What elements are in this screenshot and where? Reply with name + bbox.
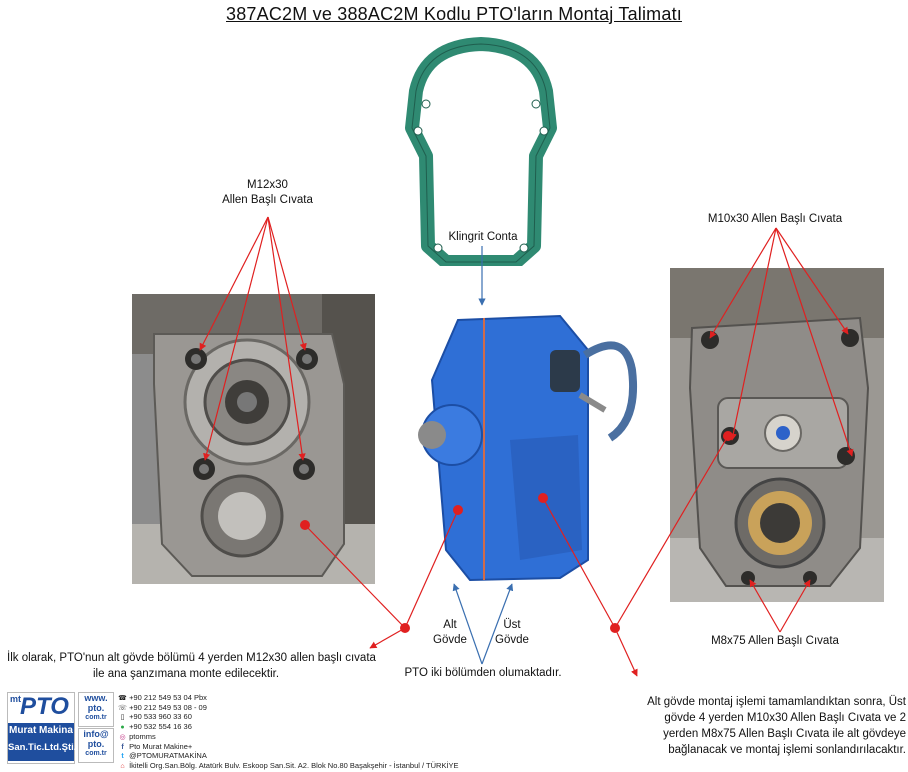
ust-body-label: Üst Gövde bbox=[495, 619, 529, 646]
instruction-step-2: Alt gövde montaj işlemi tamamlandıktan s… bbox=[647, 696, 906, 756]
website-badge[interactable]: www. pto. com.tr bbox=[78, 692, 114, 727]
whatsapp-icon: ● bbox=[120, 724, 125, 732]
m12-bolt-label: M12x30 Allen Başlı Cıvata bbox=[222, 179, 313, 206]
page-title: 387AC2M ve 388AC2M Kodlu PTO'ların Monta… bbox=[226, 4, 682, 24]
twitter-icon: t bbox=[121, 753, 124, 761]
contact-phone: ☎ +90 212 549 53 04 Pbx bbox=[118, 693, 207, 702]
instagram-icon: ◎ bbox=[119, 733, 126, 741]
alt-body-label: Alt Gövde bbox=[433, 619, 467, 646]
mobile-icon: ▯ bbox=[120, 714, 125, 722]
gasket-image bbox=[398, 36, 564, 266]
contact-whatsapp: ● +90 532 554 16 36 bbox=[118, 722, 478, 733]
instruction-step-1: İlk olarak, PTO'nun alt gövde bölümü 4 y… bbox=[7, 652, 376, 680]
contact-list: ☎ +90 212 549 53 04 Pbx ☏ +90 212 549 53… bbox=[118, 693, 478, 772]
gasket-label: Klingrit Conta bbox=[448, 231, 518, 243]
contact-mobile: ▯ +90 533 960 33 60 bbox=[118, 713, 478, 723]
m10-bolt-label: M10x30 Allen Başlı Cıvata bbox=[707, 213, 843, 225]
location-icon: ⌂ bbox=[120, 762, 125, 770]
contact-fax: ☏ +90 212 549 53 08 - 09 bbox=[118, 702, 207, 712]
facebook-icon: f bbox=[121, 743, 124, 751]
email-badge[interactable]: info@ pto. com.tr bbox=[78, 728, 114, 763]
fax-icon: ☏ bbox=[118, 704, 127, 712]
m8-bolt-label: M8x75 Allen Başlı Cıvata bbox=[711, 635, 839, 647]
pto-unit-image bbox=[410, 310, 640, 585]
contact-address: ⌂ İkitelli Org.San.Bölg. Atatürk Bulv. E… bbox=[118, 761, 478, 772]
contact-instagram: ◎ ptomms bbox=[119, 731, 156, 741]
right-photo-upper-body bbox=[670, 268, 884, 602]
contact-twitter: t @PTOMURATMAKİNA bbox=[118, 751, 478, 762]
phone-icon: ☎ bbox=[118, 695, 127, 702]
two-parts-label: PTO iki bölümden olumaktadır. bbox=[404, 667, 562, 679]
company-logo: mt PTO Murat Makina San.Tic.Ltd.Şti. bbox=[7, 692, 76, 764]
contact-facebook: f Pto Murat Makine+ bbox=[118, 742, 478, 753]
left-photo-lower-body bbox=[132, 294, 375, 584]
